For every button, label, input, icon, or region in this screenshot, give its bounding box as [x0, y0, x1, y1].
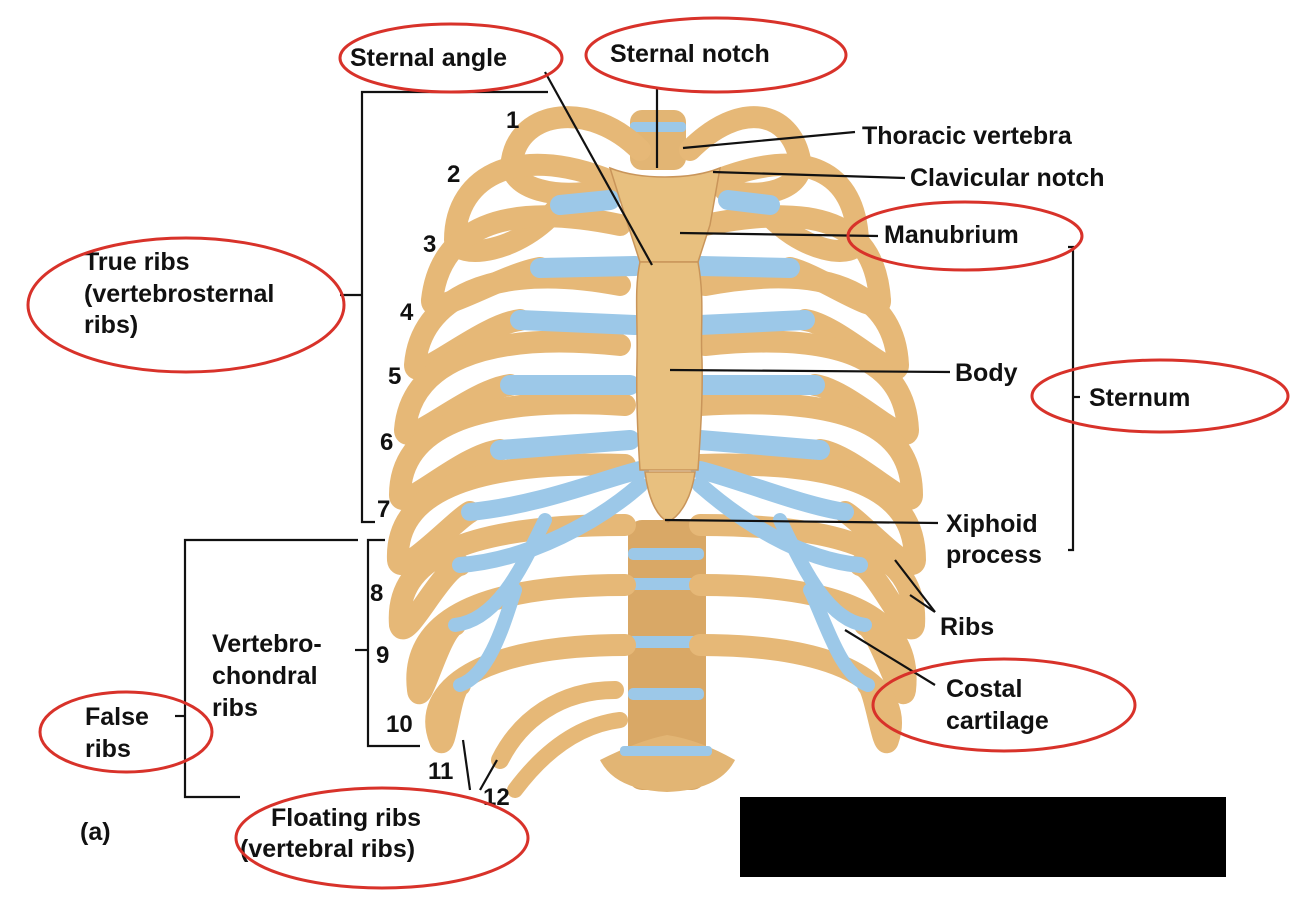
label-vertebrochondral-line1: Vertebro- — [212, 630, 322, 658]
rib-number-9: 9 — [376, 642, 389, 669]
label-costal-cartilage-line2: cartilage — [946, 707, 1049, 735]
highlight-true-ribs — [26, 236, 346, 374]
rib-number-1: 1 — [506, 107, 519, 134]
highlight-manubrium — [846, 200, 1084, 272]
label-thoracic-vertebra: Thoracic vertebra — [862, 122, 1073, 150]
rib-number-6: 6 — [380, 429, 393, 456]
label-true-ribs-line3: ribs) — [84, 311, 138, 339]
label-true-ribs-line1: True ribs — [84, 248, 190, 276]
highlight-annotations — [26, 16, 1290, 890]
anatomy-labels: Sternal angle Sternal notch Thoracic ver… — [80, 40, 1190, 863]
highlight-sternal-angle — [338, 22, 564, 94]
label-sternal-angle: Sternal angle — [350, 44, 507, 72]
highlight-costal-cartilage — [871, 657, 1137, 753]
label-xiphoid-line2: process — [946, 541, 1042, 569]
rib-number-10: 10 — [386, 711, 413, 738]
rib-number-4: 4 — [400, 299, 414, 326]
left-ribs — [386, 106, 651, 798]
rib-number-3: 3 — [423, 231, 436, 258]
rib-number-5: 5 — [388, 363, 401, 390]
rib-number-8: 8 — [370, 580, 383, 607]
vertebral-column — [600, 110, 735, 792]
label-floating-ribs-line1: Floating ribs — [271, 804, 421, 832]
label-ribs: Ribs — [940, 613, 994, 641]
rib-number-11: 11 — [428, 758, 453, 785]
rib-number-2: 2 — [447, 161, 460, 188]
label-manubrium: Manubrium — [884, 221, 1019, 249]
label-false-ribs-line1: False — [85, 703, 149, 731]
leader-lines — [175, 71, 1080, 799]
highlight-sternal-notch — [584, 16, 848, 94]
label-false-ribs-line2: ribs — [85, 735, 131, 763]
label-body: Body — [955, 359, 1018, 387]
label-sternal-notch: Sternal notch — [610, 40, 770, 68]
highlight-floating-ribs — [234, 786, 530, 890]
label-vertebrochondral-line3: ribs — [212, 694, 258, 722]
label-floating-ribs-line2: (vertebral ribs) — [240, 835, 415, 863]
label-sternum: Sternum — [1089, 384, 1190, 412]
label-vertebrochondral-line2: chondral — [212, 662, 318, 690]
right-ribs — [679, 106, 927, 754]
label-clavicular-notch: Clavicular notch — [910, 164, 1105, 192]
label-true-ribs-line2: (vertebrosternal — [84, 280, 274, 308]
rib-numbers: 1 2 3 4 5 6 7 8 9 10 11 12 — [370, 107, 519, 811]
label-xiphoid-line1: Xiphoid — [946, 510, 1038, 538]
costal-cartilages — [448, 190, 875, 692]
highlight-sternum — [1030, 358, 1290, 434]
highlight-false-ribs — [38, 690, 214, 774]
rib-number-7: 7 — [377, 496, 390, 523]
label-costal-cartilage-line1: Costal — [946, 675, 1022, 703]
label-panel-a: (a) — [80, 818, 111, 846]
rib-cage-illustration — [386, 106, 927, 798]
redaction-block — [740, 797, 1226, 877]
